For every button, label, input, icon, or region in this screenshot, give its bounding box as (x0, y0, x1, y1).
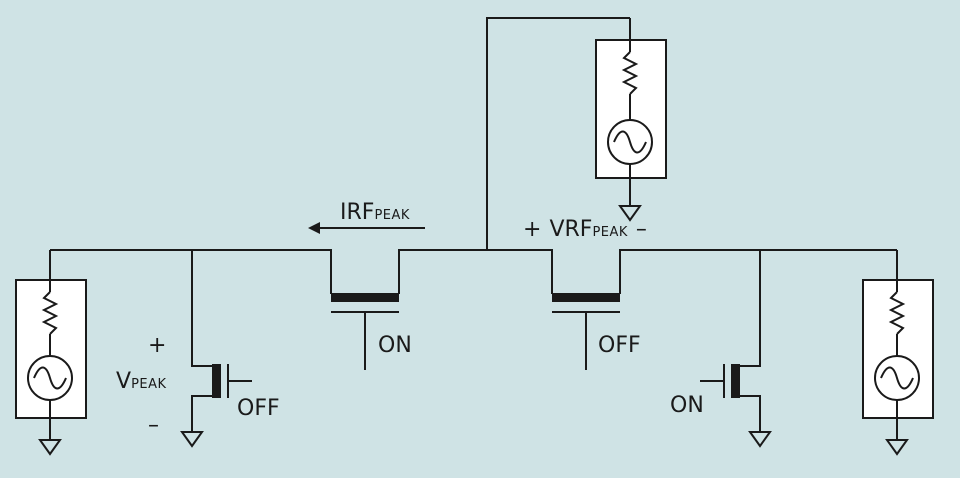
vpeak-main: V (116, 369, 131, 394)
vrf-sub: PEAK (592, 225, 627, 240)
irf-label: IRFPEAK (340, 200, 410, 225)
shunt-switch-left: OFF (180, 250, 280, 448)
shunt-right-state-label: ON (670, 393, 704, 418)
vpeak-plus: + (148, 333, 166, 358)
ground-icon (180, 431, 204, 448)
sine-source-icon (874, 355, 920, 401)
vrf-plus: + (523, 217, 541, 242)
series-left-state-label: ON (378, 333, 412, 358)
vpeak-minus: – (148, 413, 159, 438)
sine-source-icon (27, 355, 73, 401)
resistor-icon (621, 51, 639, 95)
current-arrow: IRFPEAK (308, 200, 425, 234)
svg-text:VPEAK: VPEAK (116, 369, 167, 394)
series-switch-right: OFF (552, 293, 641, 370)
ground-icon (38, 439, 62, 456)
vrf-peak-label: + VRFPEAK– (523, 217, 647, 242)
main-bus-wires (50, 17, 897, 294)
vrf-main: VRF (549, 217, 592, 242)
source-right (862, 250, 934, 456)
ground-icon (618, 205, 642, 222)
ground-icon (885, 439, 909, 456)
shunt-switch-right: ON (670, 250, 772, 448)
resistor-icon (888, 291, 906, 335)
arrow-left-icon (308, 222, 320, 234)
series-switch-left: ON (331, 293, 412, 370)
series-right-state-label: OFF (598, 333, 641, 358)
svg-text:+VRFPEAK–: + VRFPEAK– (523, 217, 647, 242)
vpeak-label: + VPEAK – (116, 333, 167, 438)
source-top (595, 18, 667, 222)
shunt-left-state-label: OFF (237, 396, 280, 421)
source-left (15, 250, 87, 456)
resistor-icon (41, 291, 59, 335)
ground-icon (748, 431, 772, 448)
sine-source-icon (607, 119, 653, 165)
vrf-minus: – (636, 217, 647, 242)
vpeak-sub: PEAK (131, 377, 166, 392)
